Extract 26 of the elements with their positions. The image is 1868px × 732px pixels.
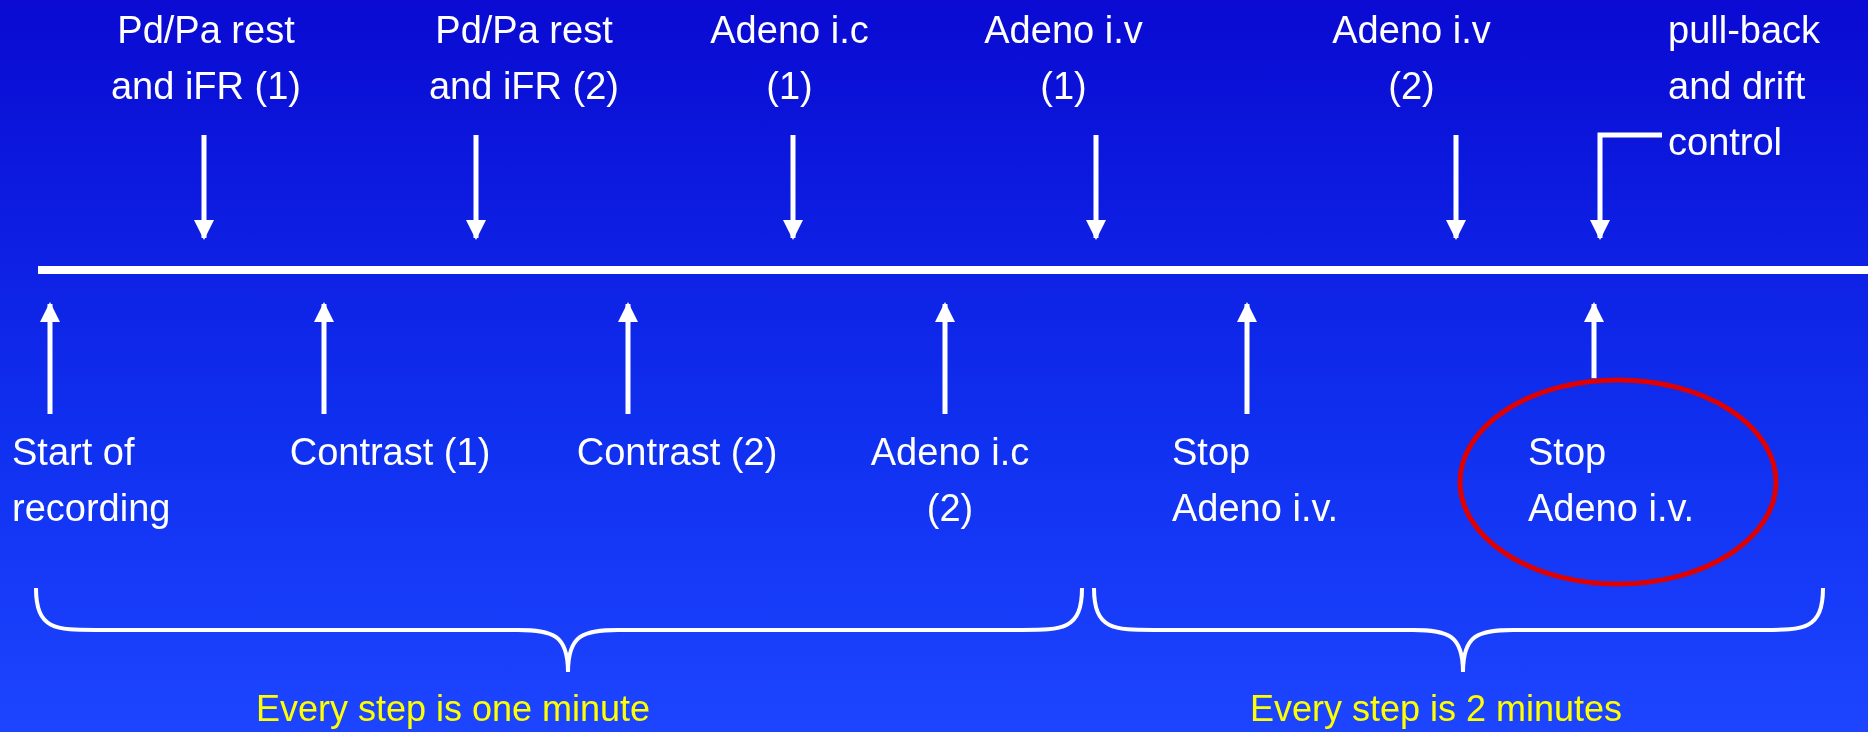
step-label: Adeno i.c (2) bbox=[869, 430, 1031, 531]
step-label: pull-back and drift control bbox=[1668, 8, 1822, 165]
step-label: Start of recording bbox=[12, 430, 172, 531]
arrow bbox=[618, 302, 638, 414]
arrow bbox=[194, 135, 214, 240]
step-label: Pd/Pa rest and iFR (1) bbox=[109, 8, 303, 109]
step-label: Adeno i.v (2) bbox=[1331, 8, 1492, 109]
step-label: Pd/Pa rest and iFR (2) bbox=[427, 8, 621, 109]
brace-caption: Every step is 2 minutes bbox=[1249, 688, 1623, 730]
arrow bbox=[1584, 302, 1604, 379]
arrow bbox=[1590, 132, 1662, 240]
arrow bbox=[1237, 302, 1257, 414]
arrow bbox=[314, 302, 334, 414]
step-label: Stop Adeno i.v. bbox=[1528, 430, 1696, 531]
arrow bbox=[466, 135, 486, 240]
arrow bbox=[783, 135, 803, 240]
arrow bbox=[1446, 135, 1466, 240]
step-label: Stop Adeno i.v. bbox=[1172, 430, 1340, 531]
brace-caption: Every step is one minute bbox=[255, 688, 651, 730]
step-label: Adeno i.c (1) bbox=[709, 8, 870, 109]
step-label: Adeno i.v (1) bbox=[983, 8, 1144, 109]
step-label: Contrast (1) bbox=[288, 430, 492, 475]
step-label: Contrast (2) bbox=[575, 430, 779, 475]
arrow bbox=[935, 302, 955, 414]
arrow bbox=[40, 302, 60, 414]
arrow bbox=[1086, 135, 1106, 240]
